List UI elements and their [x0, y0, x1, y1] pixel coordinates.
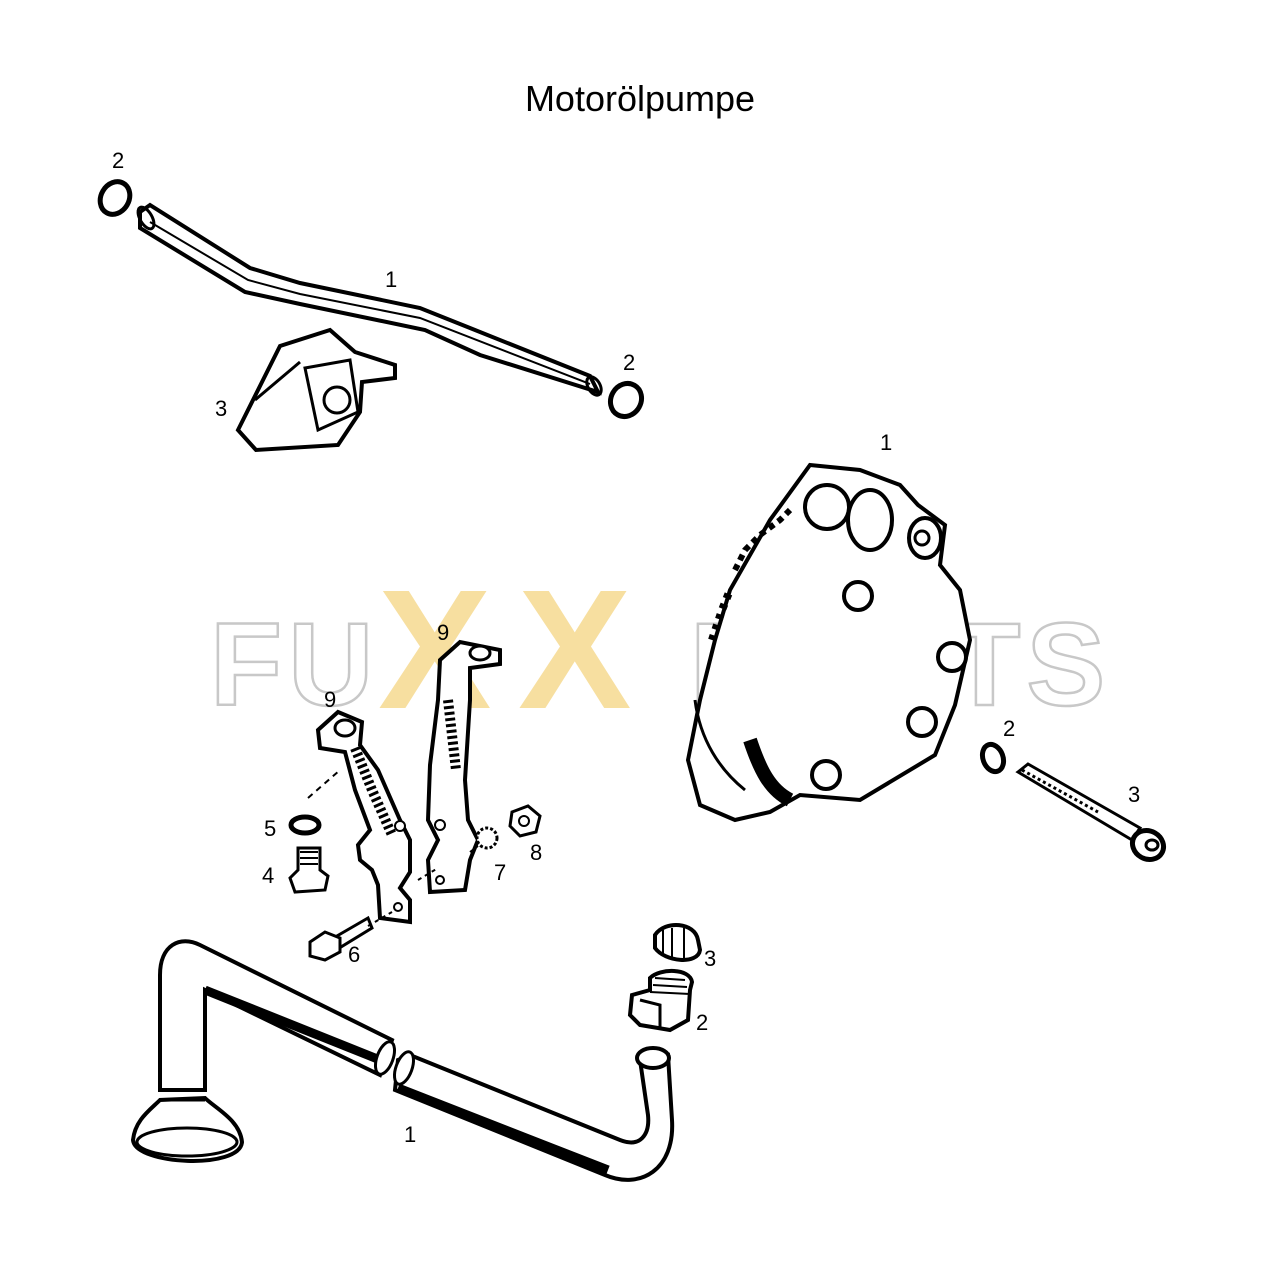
bracket-group: [288, 639, 542, 962]
callout-bracket-right: 9: [437, 620, 449, 645]
pump-screw: [1015, 762, 1143, 843]
callout-pipe-fitting: 3: [704, 946, 716, 971]
callout-upper-pipe: 1: [385, 267, 397, 292]
upper-oil-pipe-group: [97, 179, 645, 453]
callout-upper-ring-left: 2: [112, 148, 124, 173]
callout-intake-pipe: 1: [404, 1122, 416, 1147]
callout-upper-ring-right: 2: [623, 350, 635, 375]
callout-pump: 1: [880, 430, 892, 455]
callout-fixing-screw: 6: [348, 942, 360, 967]
bracket-left: [315, 709, 412, 925]
oil-pump-group: [685, 462, 1167, 863]
pipe-fitting: [653, 922, 703, 962]
callout-union-nut: 2: [696, 1010, 708, 1035]
callout-pump-washer: 2: [1003, 716, 1015, 741]
callout-upper-bracket: 3: [215, 396, 227, 421]
watermark-left-text: FU: [210, 599, 379, 731]
pipe-bracket: [235, 327, 397, 453]
hex-bolt: [288, 846, 330, 894]
page-title: Motorölpumpe: [524, 78, 756, 119]
sealing-ring-right: [607, 380, 645, 420]
callout-bracket-washer: 5: [264, 816, 276, 841]
watermark-x2: X: [518, 555, 631, 745]
sealing-ring-left: [97, 179, 133, 217]
callout-pump-screw: 3: [1128, 782, 1140, 807]
callout-hex-nut: 8: [530, 840, 542, 865]
callout-bracket-left: 9: [324, 687, 336, 712]
intake-pipe-group: [130, 922, 703, 1182]
bracket-washer: [288, 814, 322, 836]
pump-washer: [979, 741, 1007, 775]
lock-washer: [475, 826, 499, 850]
oil-pump-housing: [685, 462, 973, 823]
upper-oil-pipe: [138, 202, 602, 396]
intake-pipe-right: [392, 1052, 675, 1182]
callout-lock-washer: 7: [494, 860, 506, 885]
callout-hex-bolt: 4: [262, 863, 274, 888]
